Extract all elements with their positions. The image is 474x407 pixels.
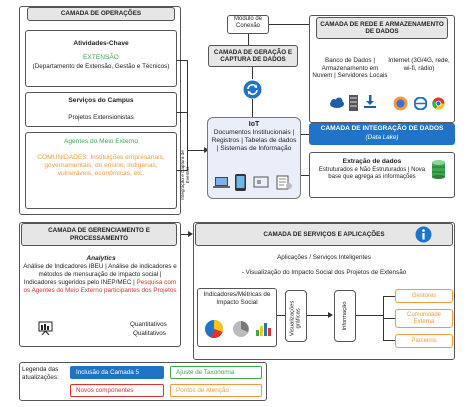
pie-chart-icon [203, 319, 225, 339]
connector-extracao-left [301, 175, 309, 176]
gerenciamento-title: CAMADA DE GERENCIAMENTO E PROCESSAMENTO [21, 223, 177, 246]
agentes-title: Agentes do Meio Externo [63, 138, 139, 145]
connector-ind-vis [277, 315, 285, 316]
atividades-title: Atividades-Chave [73, 40, 129, 47]
servicos-title: CAMADA DE SERVIÇOS E APLICAÇÕES [195, 223, 453, 246]
tablet-icon [235, 174, 246, 191]
agentes-box [25, 132, 177, 209]
legenda-title: Legenda das atualizações: [22, 366, 59, 381]
integracao-subtitle: (Data Lake) [365, 134, 399, 141]
connector-to-parceiros [383, 340, 395, 341]
visualizacoes-label: Visualizações gráficas [289, 300, 302, 337]
integracao-captura-label: Integração e Captura de Eventos [180, 150, 190, 200]
rede-title: CAMADA DE REDE E ARMAZENAMENTO DE DADOS [316, 17, 448, 39]
qualitativos-label: Qualitativos [133, 330, 166, 337]
connector-modulo-down [248, 34, 249, 45]
indicadores-label: Indicadores/Métricas de Impacto Social [203, 291, 271, 306]
modulo-conexao-label: Módulo de Conexão [233, 16, 263, 30]
arrow-vis-info [328, 312, 333, 318]
connector-iot-right [301, 134, 310, 135]
database-icon [432, 160, 445, 179]
arrow-op-out [204, 147, 209, 153]
servicos-campus-title: Serviços do Campus [68, 97, 134, 104]
apps-label: Aplicações / Serviços Inteligentes [277, 254, 371, 261]
iot-title: IoT [248, 121, 260, 128]
bar-chart-icon [255, 321, 272, 337]
connector-info-right [356, 315, 383, 316]
informacao-box [334, 290, 356, 342]
servicos-campus-box [25, 92, 177, 127]
connector-op-2 [177, 112, 187, 113]
extensao-desc: (Departamento de Extensão, Gestão e Técn… [32, 63, 170, 70]
info-icon [415, 226, 432, 243]
legenda-ajuste: Ajuste de Taxonomia [170, 366, 262, 379]
cloud-icon [329, 97, 345, 109]
analytics-title: Analytics [86, 255, 116, 262]
connector-to-comunidade [383, 318, 395, 319]
gestores-box: Gestores [395, 289, 453, 303]
comunidade-externa-box: Comunidade Externa [395, 309, 453, 328]
analytics-desc: Análise de Indicadores IBEU | Análise de… [22, 263, 178, 294]
legenda-novos: Novos componentes [70, 384, 164, 397]
analytics-desc-red: Pesquisa com os Agentes do Meio Externo … [23, 278, 177, 294]
legenda-pontos: Pontos de Atenção [170, 384, 262, 397]
server-icon [349, 95, 358, 111]
iot-desc: Documentos Institucionais | Registros | … [211, 129, 297, 152]
chrome-icon [432, 97, 445, 110]
parceiros-box: Parceiros [395, 334, 453, 348]
connector-vis-info [307, 315, 331, 316]
integracao-title: CAMADA DE INTEGRAÇÃO DE DADOS [320, 125, 444, 132]
connector-op-out [187, 150, 207, 151]
devices-icon [253, 175, 269, 190]
integracao-box [309, 123, 455, 145]
operacoes-title: CAMADA DE OPERAÇÕES [27, 7, 175, 21]
presentation-icon [38, 321, 53, 336]
laptop-icon [213, 176, 230, 190]
document-icon [275, 175, 293, 190]
visualizacoes-box [285, 290, 307, 342]
extracao-desc: Estruturados e Não Estruturados | Nova b… [318, 167, 426, 181]
quantitativos-label: Quantitativos [130, 321, 167, 328]
connector-modulo-right [269, 24, 309, 25]
legenda-inclusao: Inclusão da Camada 5 [70, 366, 164, 379]
informacao-label: Informação [342, 301, 348, 331]
geracao-title: CAMADA DE GERAÇÃO E CAPTURA DE DADOS [208, 45, 298, 67]
visual-label: - Visualização do Impacto Social dos Pro… [241, 269, 407, 276]
browser-firefox-icon [393, 96, 408, 111]
sync-icon [243, 80, 262, 99]
internet-explorer-icon [413, 96, 428, 111]
comunidades-text: COMUNIDADES: Instituições empresariais, … [37, 154, 165, 178]
pie-chart-gray-icon [231, 320, 251, 338]
connector-op-1 [177, 60, 187, 61]
internet-text: Internet (3G/4G, rede, wi-fi, rádio) [388, 57, 450, 72]
banco-dados-text: Banco de Dados | Armazenamento em Nuvem … [312, 57, 388, 80]
atividades-box [25, 30, 177, 87]
arrow-gerenciamento-right [188, 231, 193, 237]
extracao-box [309, 152, 455, 198]
connector-sync-down [252, 99, 253, 117]
connector-gerenciamento-right [181, 234, 191, 235]
connector-geracao-down [252, 67, 253, 79]
projetos-extensionistas: Projetos Extensionistas [68, 114, 134, 121]
download-icon [363, 95, 377, 109]
connector-op-3 [177, 170, 187, 171]
analytics-desc-black: Análise de Indicadores IBEU | Análise de… [23, 263, 177, 286]
modulo-conexao-box [227, 15, 269, 34]
extracao-title: Extração de dados [342, 158, 402, 165]
connector-to-gestores [383, 296, 395, 297]
connector-op-v [187, 60, 188, 171]
extensao-label: EXTENSÃO [83, 54, 119, 61]
